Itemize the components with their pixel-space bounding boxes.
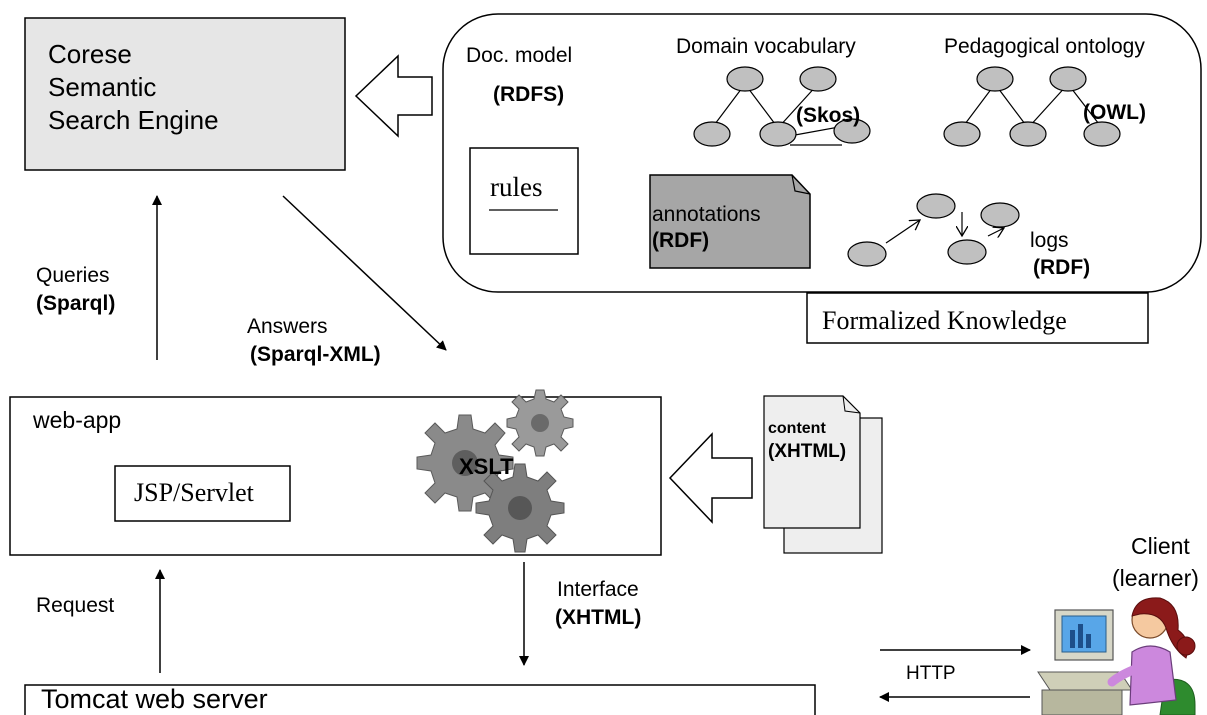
http-label: HTTP (906, 663, 956, 684)
jsp-servlet-label: JSP/Servlet (134, 478, 254, 507)
interface-format: (XHTML) (555, 606, 642, 629)
tomcat-server-box (24, 684, 816, 715)
rules-box (469, 147, 579, 255)
answers-label: Answers (247, 315, 328, 338)
knowledge-to-engine-arrow (354, 54, 433, 138)
engine-title-line3: Search Engine (48, 105, 219, 135)
formalized-knowledge-caption: Formalized Knowledge (822, 306, 1067, 335)
xslt-label: XSLT (459, 454, 514, 479)
annotations-fold (791, 174, 811, 195)
pedagogical-ontology-graph (943, 66, 1121, 147)
jsp-servlet-box (114, 465, 291, 522)
domain-vocabulary-label: Domain vocabulary (676, 35, 856, 58)
search-engine-box (24, 17, 346, 171)
answers-arrow (282, 195, 447, 351)
content-to-webapp-arrow (668, 432, 753, 524)
content-documents (763, 395, 883, 554)
domain-vocabulary-graph (693, 66, 871, 147)
formalized-knowledge-box (806, 292, 1149, 344)
answers-format: (Sparql-XML) (250, 343, 381, 366)
logs-format: (RDF) (1033, 256, 1091, 279)
annotations-document (649, 174, 811, 269)
engine-title-line1: Corese (48, 39, 132, 69)
annotations-format: (RDF) (652, 229, 710, 252)
content-label: content (768, 420, 826, 437)
logs-graph (847, 193, 1020, 267)
doc-model-format: (RDFS) (493, 83, 565, 106)
annotations-label: annotations (652, 203, 761, 226)
content-format: (XHTML) (768, 441, 847, 462)
xslt-gears-icon (416, 389, 574, 553)
interface-label: Interface (557, 578, 639, 601)
skos-label: (Skos) (796, 104, 861, 127)
rules-label: rules (490, 172, 543, 202)
client-label-line1: Client (1131, 533, 1190, 559)
engine-title-line2: Semantic (48, 72, 157, 102)
pedagogical-ontology-label: Pedagogical ontology (944, 35, 1145, 58)
logs-label: logs (1030, 229, 1069, 252)
queries-format: (Sparql) (36, 292, 116, 315)
request-label: Request (36, 594, 115, 617)
learner-icon (1037, 597, 1196, 715)
doc-model-label: Doc. model (466, 44, 573, 67)
tomcat-server-label: Tomcat web server (41, 684, 268, 714)
webapp-title: web-app (33, 407, 122, 433)
queries-label: Queries (36, 264, 110, 287)
client-label-line2: (learner) (1112, 565, 1199, 591)
owl-label: (OWL) (1083, 101, 1146, 124)
